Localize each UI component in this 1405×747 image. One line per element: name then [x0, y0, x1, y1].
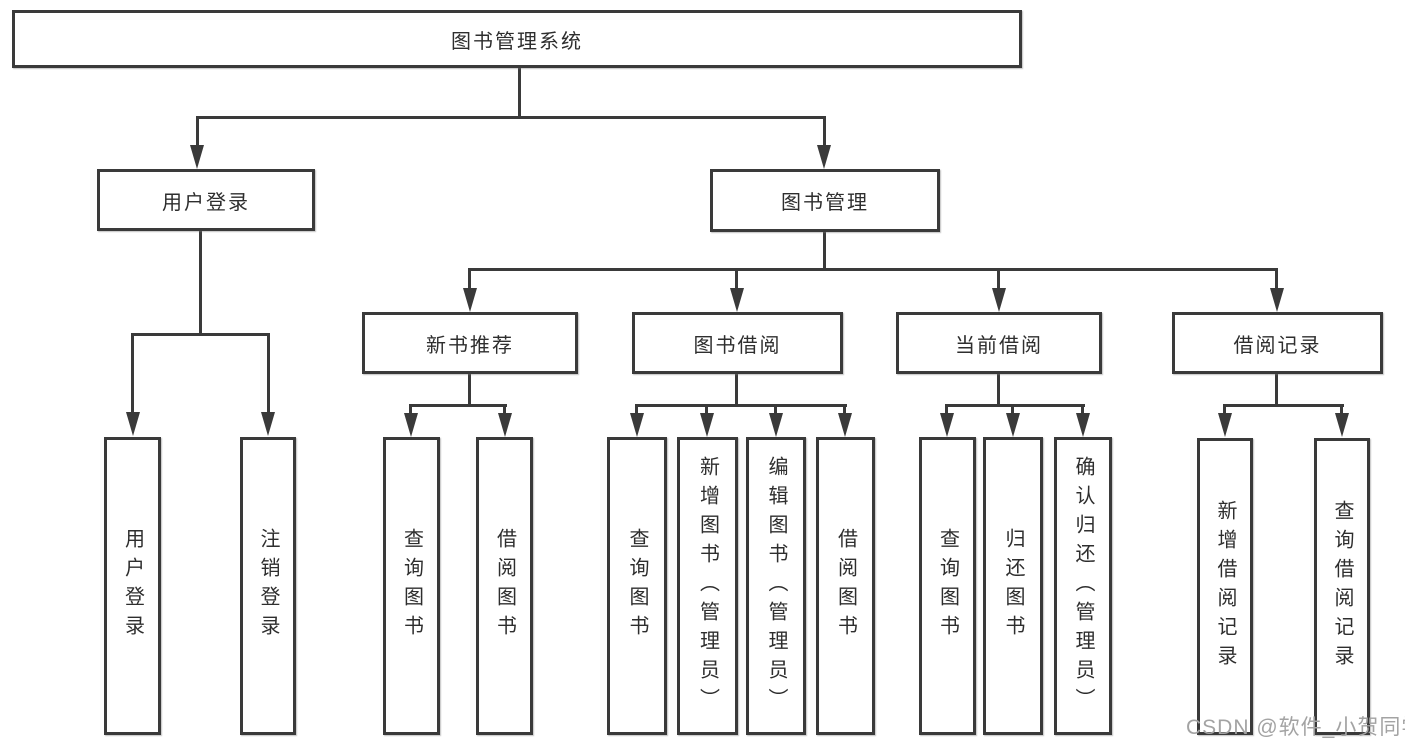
connector-line — [468, 268, 1278, 271]
node-label: 用户登录 — [121, 528, 144, 644]
node-leaf-logout: 注销登录 — [240, 437, 296, 735]
connector-line — [735, 374, 738, 406]
watermark: CSDN @软件_小贺同学 — [1186, 716, 1405, 739]
connector-line — [409, 404, 412, 418]
connector-line — [1275, 374, 1278, 406]
node-label: 当前借阅 — [955, 334, 1043, 357]
node-leaf-add-book-admin: 新增图书（管理员） — [677, 437, 738, 735]
arrow-down-icon — [463, 288, 477, 312]
arrow-down-icon — [730, 288, 744, 312]
node-label: 注销登录 — [257, 528, 279, 644]
connector-line — [468, 374, 471, 406]
connector-line — [518, 66, 521, 119]
connector-line — [705, 404, 708, 418]
connector-line — [1081, 404, 1084, 418]
node-user-login: 用户登录 — [97, 169, 315, 231]
node-leaf-query-book-recommend: 查询图书 — [383, 437, 440, 735]
node-label: 归还图书 — [1002, 528, 1024, 644]
connector-line — [635, 404, 847, 407]
node-leaf-confirm-return-admin: 确认归还（管理员） — [1054, 437, 1112, 735]
connector-line — [1275, 268, 1278, 294]
connector-line — [735, 268, 738, 294]
node-leaf-edit-book-admin: 编辑图书（管理员） — [746, 437, 806, 735]
arrow-down-icon — [1335, 413, 1349, 437]
connector-line — [468, 268, 471, 294]
connector-line — [196, 116, 199, 150]
node-label: 查询图书 — [936, 528, 959, 644]
connector-line — [945, 404, 1085, 407]
node-label: 确认归还（管理员） — [1072, 455, 1094, 717]
node-new-book-recommend: 新书推荐 — [362, 312, 578, 374]
node-label: 查询借阅记录 — [1331, 499, 1353, 674]
connector-line — [196, 116, 826, 119]
connector-line — [997, 374, 1000, 406]
connector-line — [131, 333, 134, 415]
arrow-down-icon — [1006, 413, 1020, 437]
connector-line — [635, 404, 638, 418]
connector-line — [774, 404, 777, 418]
node-label: 新书推荐 — [426, 334, 514, 357]
node-library-management-system: 图书管理系统 — [12, 10, 1022, 68]
connector-line — [199, 231, 202, 335]
arrow-down-icon — [126, 412, 140, 436]
connector-line — [823, 232, 826, 270]
connector-line — [823, 116, 826, 150]
node-leaf-query-book-borrowing: 查询图书 — [607, 437, 667, 735]
arrow-down-icon — [261, 412, 275, 436]
arrow-down-icon — [1218, 413, 1232, 437]
node-leaf-borrow-book: 借阅图书 — [816, 437, 875, 735]
node-label: 借阅图书 — [493, 528, 516, 644]
node-current-borrowing: 当前借阅 — [896, 312, 1102, 374]
arrow-down-icon — [404, 413, 418, 437]
arrow-down-icon — [700, 413, 714, 437]
arrow-down-icon — [940, 413, 954, 437]
connector-line — [267, 333, 270, 415]
node-leaf-query-book-current: 查询图书 — [919, 437, 976, 735]
arrow-down-icon — [992, 288, 1006, 312]
arrow-down-icon — [1076, 413, 1090, 437]
connector-line — [1223, 404, 1344, 407]
node-label: 新增图书（管理员） — [696, 455, 719, 717]
node-label: 编辑图书（管理员） — [765, 455, 787, 717]
node-label: 图书管理 — [781, 192, 869, 214]
connector-line — [843, 404, 846, 418]
node-label: 查询图书 — [400, 528, 423, 644]
arrow-down-icon — [769, 413, 783, 437]
node-leaf-return-book: 归还图书 — [983, 437, 1043, 735]
node-label: 查询图书 — [626, 528, 648, 644]
connector-line — [945, 404, 948, 418]
arrow-down-icon — [1270, 288, 1284, 312]
node-label: 新增借阅记录 — [1214, 499, 1236, 674]
connector-line — [1340, 404, 1343, 418]
node-leaf-add-borrow-record: 新增借阅记录 — [1197, 438, 1253, 735]
connector-line — [503, 404, 506, 418]
node-book-borrowing: 图书借阅 — [632, 312, 843, 374]
node-book-management: 图书管理 — [710, 169, 940, 232]
arrow-down-icon — [498, 413, 512, 437]
node-label: 借阅记录 — [1233, 334, 1322, 357]
connector-line — [1011, 404, 1014, 418]
node-label: 用户登录 — [162, 191, 250, 214]
connector-line — [131, 333, 270, 336]
node-label: 借阅图书 — [834, 528, 857, 644]
node-leaf-user-login: 用户登录 — [104, 437, 161, 735]
node-leaf-borrow-book-recommend: 借阅图书 — [476, 437, 533, 735]
connector-line — [1223, 404, 1226, 418]
arrow-down-icon — [630, 413, 644, 437]
arrow-down-icon — [190, 145, 204, 169]
connector-line — [409, 404, 507, 407]
node-label: 图书管理系统 — [451, 30, 583, 53]
node-leaf-query-borrow-record: 查询借阅记录 — [1314, 438, 1370, 735]
connector-line — [997, 268, 1000, 294]
arrow-down-icon — [838, 413, 852, 437]
node-label: 图书借阅 — [693, 334, 782, 357]
arrow-down-icon — [817, 145, 831, 169]
node-borrowing-records: 借阅记录 — [1172, 312, 1383, 374]
